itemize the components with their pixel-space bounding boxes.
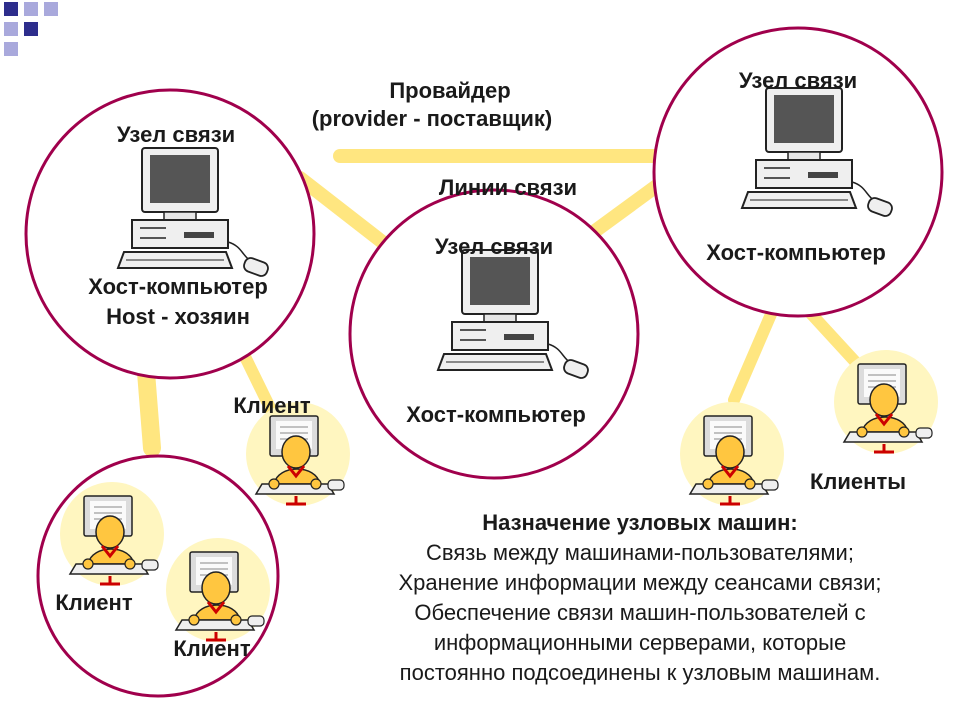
provider-subtitle: (provider - поставщик) bbox=[311, 106, 553, 131]
node-left-title: Узел связи bbox=[116, 122, 236, 147]
lines-label: Линии связи bbox=[438, 175, 578, 200]
corner-decoration bbox=[0, 0, 80, 60]
client-icon-bottom-left-a bbox=[58, 480, 166, 588]
client-label-bottom-left-a: Клиент bbox=[55, 590, 133, 615]
node-center-host: Хост-компьютер bbox=[406, 402, 586, 427]
client-label-single: Клиент bbox=[233, 393, 311, 418]
link-left-bottom-group bbox=[137, 363, 161, 457]
link-right-client-a bbox=[728, 306, 778, 406]
purpose-line: постоянно подсоединены к узловым машинам… bbox=[399, 660, 881, 685]
purpose-title: Назначение узловых машин: bbox=[482, 510, 798, 535]
purpose-line: информационными серверами, которые bbox=[433, 630, 847, 655]
node-left-host-sub: Host - хозяин bbox=[106, 304, 250, 329]
purpose-line: Хранение информации между сеансами связи… bbox=[398, 570, 882, 595]
provider-title: Провайдер bbox=[389, 78, 511, 103]
client-icon-bottom-left-b bbox=[164, 536, 272, 644]
client-label-bottom-left-b: Клиент bbox=[173, 636, 251, 661]
node-center-title: Узел связи bbox=[434, 234, 554, 259]
purpose-line: Связь между машинами-пользователями; bbox=[426, 540, 854, 565]
node-left-host: Хост-компьютер bbox=[88, 274, 268, 299]
client-icon-right-b bbox=[832, 348, 940, 456]
clients-label-right: Клиенты bbox=[809, 469, 907, 494]
purpose-block: Назначение узловых машин: Связь между ма… bbox=[330, 508, 950, 688]
client-icon-right-a bbox=[678, 400, 786, 508]
node-right-host: Хост-компьютер bbox=[706, 240, 886, 265]
purpose-line: Обеспечение связи машин-пользователей с bbox=[414, 600, 866, 625]
link-left-center bbox=[293, 171, 397, 255]
node-right-title: Узел связи bbox=[738, 68, 858, 93]
